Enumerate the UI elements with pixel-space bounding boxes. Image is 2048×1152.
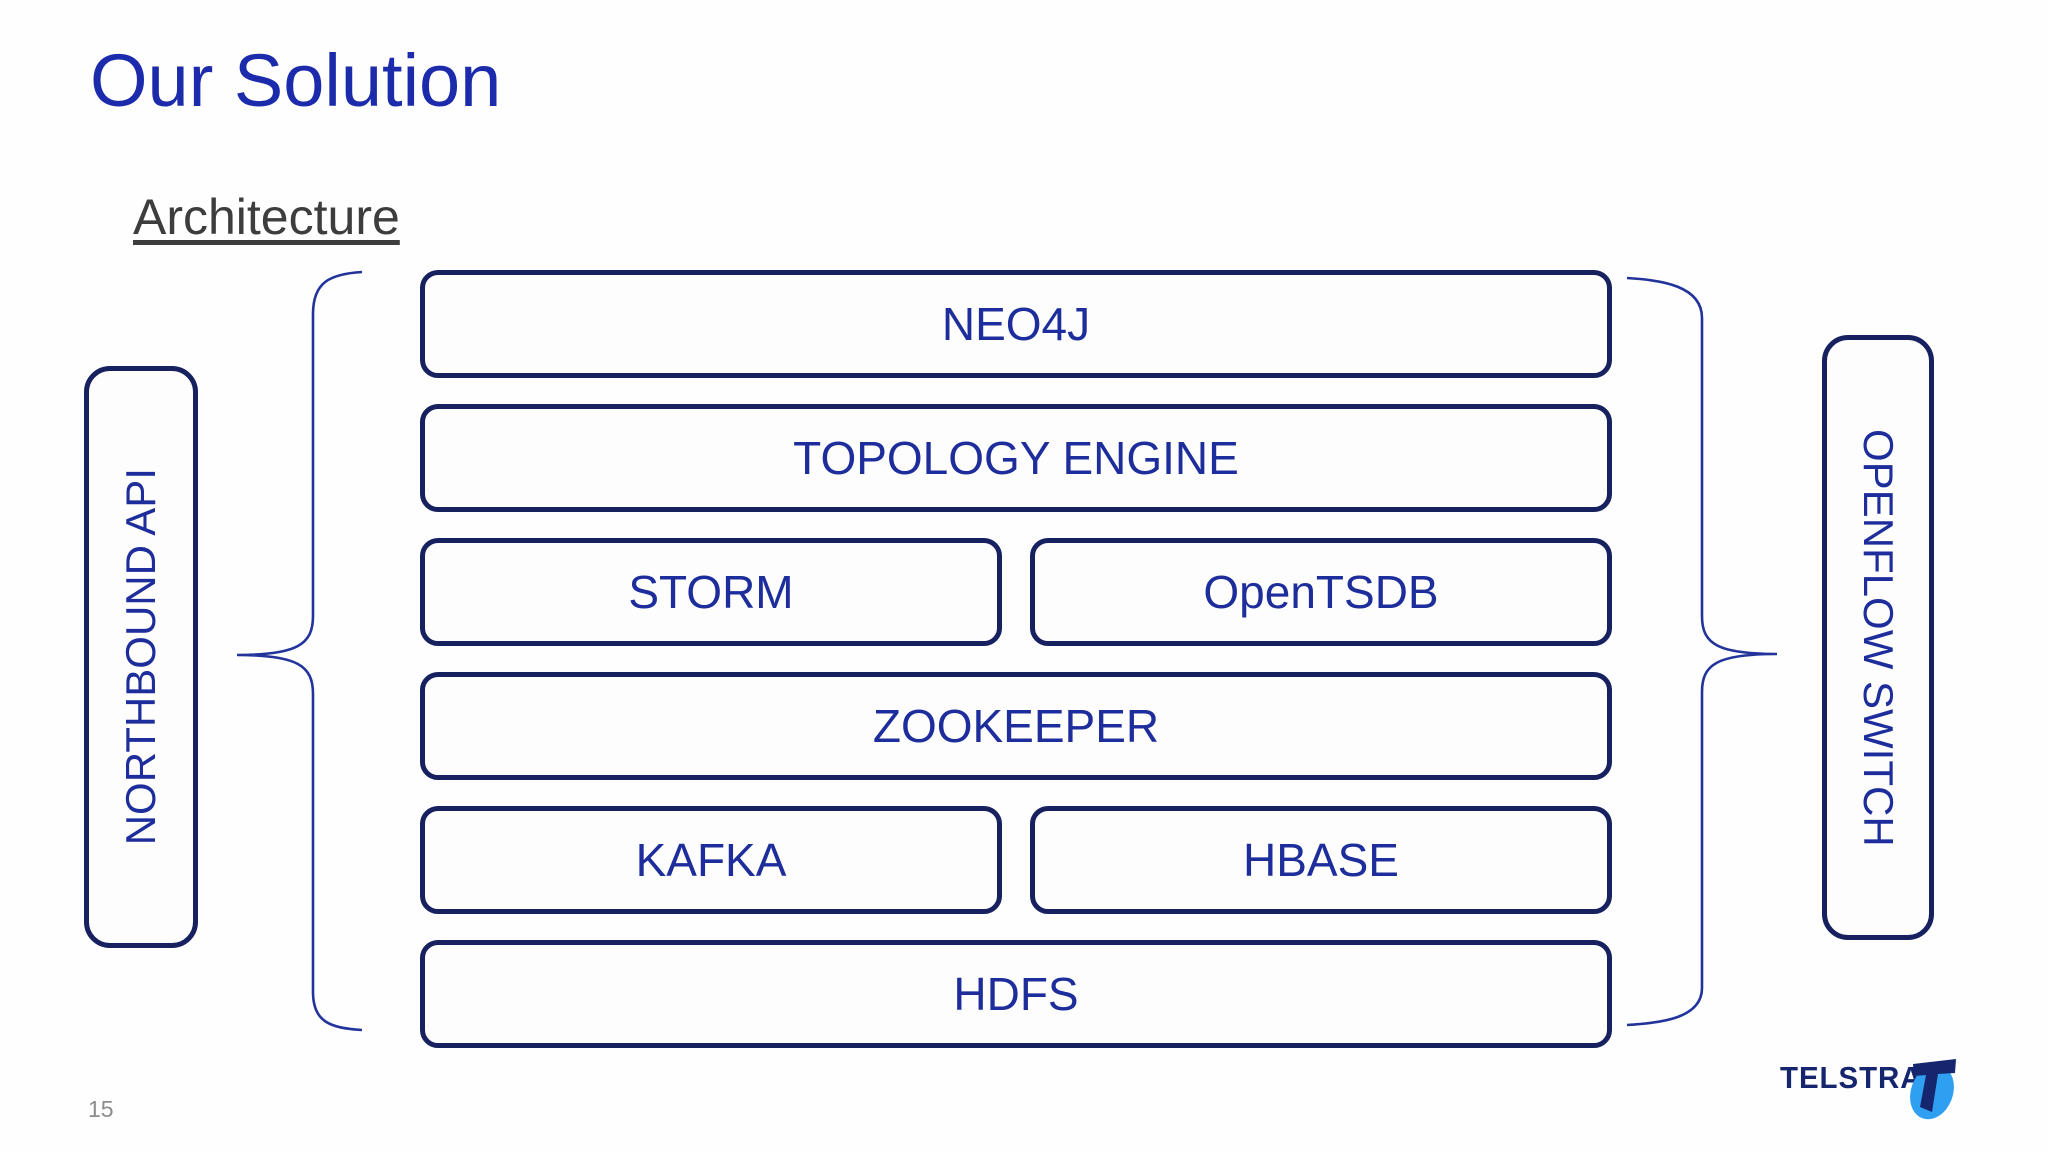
telstra-logo-text: TELSTRA (1780, 1060, 1923, 1095)
stack-box-label: NEO4J (941, 298, 1091, 350)
stack-box-topology-engine: TOPOLOGY ENGINE (420, 404, 1612, 512)
stack-box-label: HBASE (1243, 834, 1399, 886)
stack-box-label: TOPOLOGY ENGINE (793, 432, 1239, 484)
stack-box-label: OpenTSDB (1203, 566, 1439, 618)
stack-box-label: STORM (628, 566, 794, 618)
stack-box-label: HDFS (953, 968, 1079, 1020)
stack-box-zookeeper: ZOOKEEPER (420, 672, 1612, 780)
right-brace (1626, 276, 1778, 1027)
slide-subtitle: Architecture (133, 189, 400, 245)
stack-box-label: ZOOKEEPER (872, 700, 1160, 752)
stack-box-label: KAFKA (635, 834, 787, 886)
side-box-label: OPENFLOW SWITCH (1855, 428, 1902, 847)
stack-box-hbase: HBASE (1030, 806, 1612, 914)
stack-box-storm: STORM (420, 538, 1002, 646)
openflow-switch-box: OPENFLOW SWITCH (1822, 335, 1934, 940)
stack-box-kafka: KAFKA (420, 806, 1002, 914)
telstra-logo: TELSTRA (1780, 1052, 1980, 1132)
page-title: Our Solution (90, 39, 502, 122)
stack-box-neo4j: NEO4J (420, 270, 1612, 378)
page-number: 15 (88, 1096, 114, 1122)
northbound-api-box: NORTHBOUND API (84, 366, 198, 948)
telstra-t-icon (1910, 1059, 1956, 1120)
left-brace (236, 270, 363, 1032)
stack-box-hdfs: HDFS (420, 940, 1612, 1048)
stack-box-opentsdb: OpenTSDB (1030, 538, 1612, 646)
side-box-label: NORTHBOUND API (117, 468, 164, 846)
